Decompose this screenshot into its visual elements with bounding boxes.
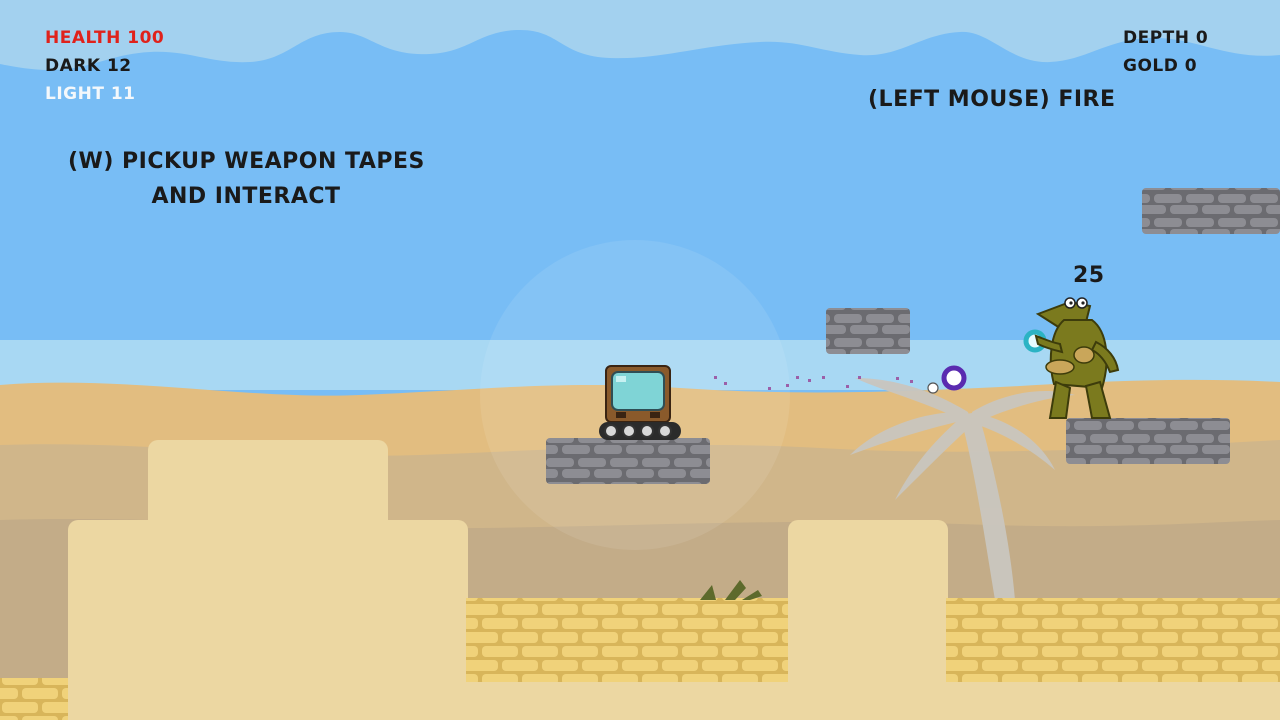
- gold-readout: GOLD 0: [1123, 56, 1198, 76]
- tank-treads: [599, 422, 681, 440]
- stone-platform-floating: [826, 308, 910, 354]
- sand-brick-platform-left-corner: [0, 678, 68, 720]
- sand-floor: [0, 682, 1280, 720]
- light-readout: LIGHT 11: [45, 84, 136, 104]
- health-readout: HEALTH 100: [45, 28, 165, 48]
- enemy-health-number: 25: [1073, 263, 1105, 288]
- croc-belt: [1045, 359, 1075, 375]
- depth-readout: DEPTH 0: [1123, 28, 1209, 48]
- desert-shrub: [700, 580, 762, 600]
- croc-arm-left: [1034, 334, 1064, 354]
- crocodile-enemy: [1034, 297, 1120, 419]
- sand-brick-platform-center: [466, 598, 788, 682]
- fire-hint: (LEFT MOUSE) FIRE: [868, 87, 1116, 112]
- pickup-hint-line1: (W) PICKUP WEAPON TAPES: [68, 149, 425, 174]
- stone-platform-tv: [546, 438, 710, 484]
- sand-brick-platform-right: [946, 598, 1280, 682]
- croc-leg-left: [1048, 380, 1072, 419]
- sand-block-left: [68, 520, 468, 720]
- croc-arm-right: [1090, 340, 1120, 374]
- tv-screen-glare: [616, 376, 626, 382]
- aim-cursor-icon: [927, 382, 939, 394]
- projectile-trail: [714, 376, 913, 390]
- stone-platform-upper-right: [1142, 188, 1280, 234]
- sand-pillar-middle: [788, 520, 948, 720]
- cloud-band: [0, 0, 1280, 70]
- stone-platform-enemy: [1066, 418, 1230, 464]
- pickup-hint-line2: AND INTERACT: [151, 184, 341, 209]
- palm-tree: [850, 378, 1075, 600]
- player-tv-robot: [599, 365, 681, 440]
- croc-leg-right: [1084, 380, 1112, 419]
- purple-ring-projectile: [941, 365, 967, 391]
- dark-readout: DARK 12: [45, 56, 132, 76]
